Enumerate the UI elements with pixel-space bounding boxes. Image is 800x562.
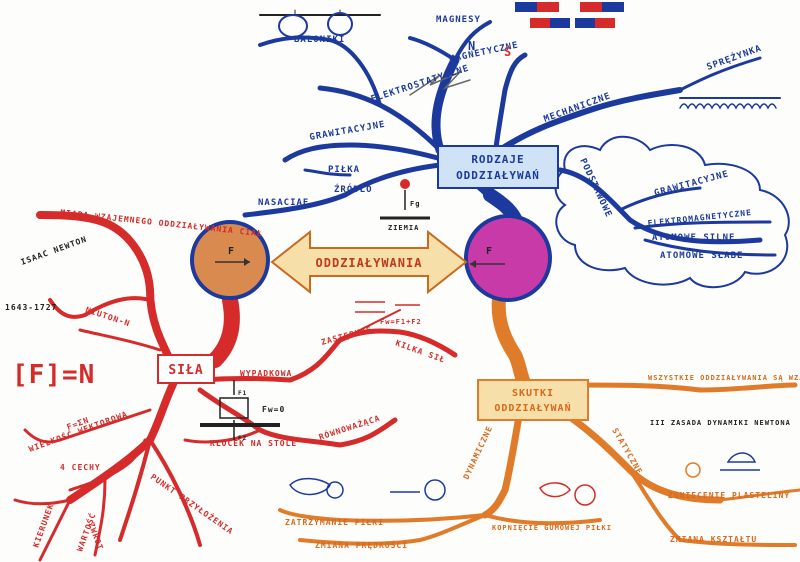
types-title-line1: RODZAJE bbox=[471, 153, 524, 166]
types-branch-zrodlo: ŹRÓDŁO bbox=[334, 183, 373, 195]
force-branch-isaac-newton: ISAAC NEWTON bbox=[20, 235, 89, 267]
force-branch-wypadkowa: WYPADKOWA bbox=[240, 369, 292, 378]
force-branch-zastepuje: ZASTĘPUJE bbox=[320, 325, 373, 347]
effects-branch-dynamiczne: DYNAMICZNE bbox=[462, 424, 495, 481]
force-branch-kierunek: KIERUNEK bbox=[31, 502, 55, 549]
block-on-table-icon bbox=[200, 380, 280, 440]
effects-branch-wzajemne: WSZYSTKIE ODDZIAŁYWANIA SĄ WZAJEMNE bbox=[648, 374, 800, 382]
force-branch-klocek: KLOCEK NA STOLE bbox=[210, 439, 297, 448]
types-branch-podstawowe: PODSTAWOWE bbox=[577, 157, 613, 219]
effects-branch-zmiana-ksztaltu: ZMIANA KSZTAŁTU bbox=[670, 535, 757, 544]
types-branch-elektromagnetyczne: ELEKTROMAGNETYCZNE bbox=[647, 208, 752, 228]
types-title-box bbox=[437, 145, 559, 189]
effects-branch-zmiana-predkosci: ZMIANA PRĘDKOŚCI bbox=[315, 539, 408, 550]
effects-branch-zatrzymanie: ZATRZYMANIE PIŁKI bbox=[285, 518, 384, 527]
types-branch-atomowe-slabe: ATOMOWE SŁABE bbox=[660, 251, 743, 261]
resultant-formula: Fw=F1+F2 bbox=[380, 318, 422, 326]
vector-label-right: F bbox=[486, 246, 493, 257]
types-branch-magnesy: MAGNESY bbox=[436, 15, 481, 25]
effects-title-line1: SKUTKI bbox=[512, 388, 554, 399]
effects-branch-kopniecie: KOPNIĘCIE GUMOWEJ PIŁKI bbox=[492, 524, 612, 532]
force-branch-niuton: NIUTON-N bbox=[84, 305, 131, 328]
effects-branch-zgniecenie: ZGNIECENIE PLASTELINY bbox=[668, 491, 790, 500]
magnets-icon bbox=[515, 2, 624, 28]
types-branch-ziemia: ZIEMIA bbox=[388, 224, 419, 232]
fg-label: Fg bbox=[410, 200, 420, 208]
types-branch-atomowe-silne: ATOMOWE SILNE bbox=[652, 233, 735, 243]
force-branch-years: 1643-1727 bbox=[5, 303, 57, 312]
force-branch-kilka-sil: KILKA SIŁ bbox=[394, 338, 446, 364]
block-formula: Fw=0 bbox=[262, 405, 285, 414]
force-formula: [F]=N bbox=[12, 360, 95, 390]
types-branch-grawitacyjne-2: GRAWITACYJNE bbox=[653, 169, 730, 199]
types-branch-pilka: PIŁKA bbox=[328, 165, 360, 175]
block-f2: F2 bbox=[238, 435, 247, 442]
types-branch-nasaciae: NASACIAE bbox=[258, 198, 309, 208]
effects-title-line2: ODDZIAŁYWAŃ bbox=[494, 401, 571, 414]
effects-branches bbox=[278, 283, 800, 547]
magnet-n: N bbox=[468, 39, 476, 53]
force-branches bbox=[13, 211, 458, 562]
types-branch-grawitacyjne: GRAWITACYJNE bbox=[309, 120, 387, 143]
magnet-s: S bbox=[504, 45, 512, 59]
vector-label-left: F bbox=[228, 246, 235, 257]
force-title-box bbox=[157, 354, 215, 384]
body-right-circle bbox=[464, 214, 552, 302]
body-left-circle bbox=[190, 220, 270, 300]
types-branch-baloniki: BALONIKI bbox=[294, 35, 345, 45]
force-title: SIŁA bbox=[168, 363, 203, 378]
types-branch-sprezynka: SPRĘŻYNKA bbox=[705, 43, 763, 73]
center-label: ODDZIAŁYWANIA bbox=[316, 256, 423, 270]
falling-ball-icon bbox=[380, 179, 430, 220]
force-branch-wektorowa: WIELKOŚĆ WEKTOROWA bbox=[27, 408, 129, 454]
force-branch-4-cechy: 4 CECHY bbox=[60, 463, 101, 472]
effects-branch-iii-zasada: III ZASADA DYNAMIKI NEWTONA bbox=[650, 419, 791, 427]
types-title-line2: ODDZIAŁYWAŃ bbox=[456, 169, 540, 182]
effects-title-box bbox=[477, 379, 589, 421]
block-f1: F1 bbox=[238, 390, 247, 397]
double-arrow-icon bbox=[270, 229, 468, 295]
effects-doodles bbox=[289, 452, 760, 506]
central-interaction bbox=[190, 214, 552, 302]
resultant-arrows-icon bbox=[355, 301, 420, 313]
